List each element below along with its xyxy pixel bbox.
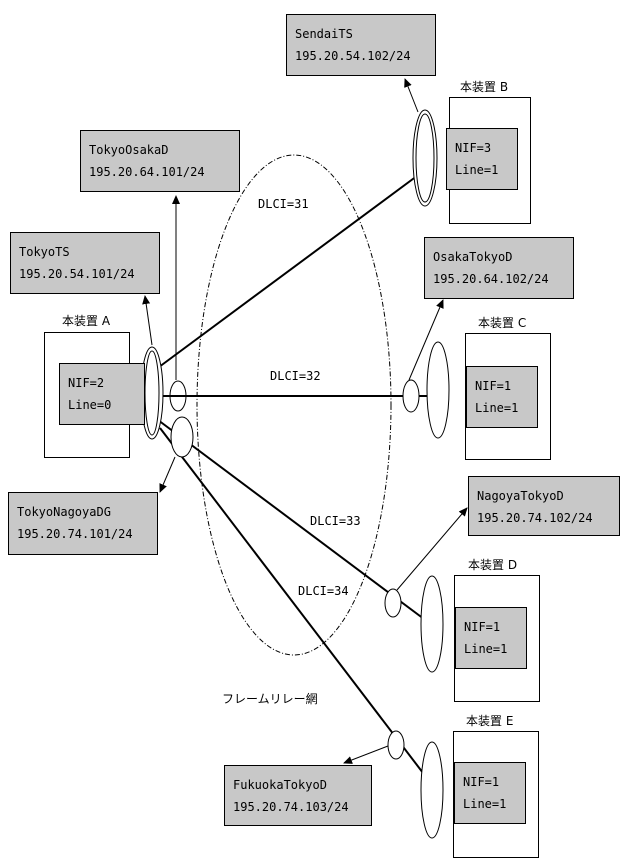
label-osaka-tokyo-d-ip: 195.20.64.102/24 <box>433 272 549 286</box>
device-e-subif-ellipse <box>387 730 405 760</box>
device-e-interface-info: NIF=1 Line=1 <box>454 762 526 824</box>
device-a-nif: NIF=2 <box>68 376 105 390</box>
label-tokyo-osaka-d: TokyoOsakaD 195.20.64.101/24 <box>80 130 240 192</box>
dlci-33-label: DLCI=33 <box>310 514 361 528</box>
device-d-interface-ellipse <box>420 575 444 673</box>
dlci-32-label: DLCI=32 <box>270 369 321 383</box>
label-tokyo-ts: TokyoTS 195.20.54.101/24 <box>10 232 160 294</box>
device-e-line: Line=1 <box>463 797 507 811</box>
device-d-title: 本装置 D <box>468 558 518 572</box>
device-c-subif-ellipse <box>402 379 420 413</box>
label-tokyo-nagoya-dg-ip: 195.20.74.101/24 <box>17 527 133 541</box>
pvc-line-dlci31 <box>154 169 426 371</box>
arrow-to-osaka-tokyo <box>408 299 444 381</box>
device-d-nif: NIF=1 <box>464 620 501 634</box>
device-a-interface-info: NIF=2 Line=0 <box>59 363 145 425</box>
device-b-line: Line=1 <box>455 163 499 177</box>
device-b-interface-ellipse <box>412 109 438 207</box>
label-tokyo-nagoya-dg-name: TokyoNagoyaDG <box>17 505 111 519</box>
device-d-subif-ellipse <box>384 588 402 618</box>
device-d-interface-info: NIF=1 Line=1 <box>455 607 527 669</box>
label-tokyo-ts-name: TokyoTS <box>19 245 70 259</box>
arrow-to-sendai <box>404 78 419 113</box>
label-tokyo-osaka-d-name: TokyoOsakaD <box>89 143 169 157</box>
device-c-interface-info: NIF=1 Line=1 <box>466 366 538 428</box>
device-d-line: Line=1 <box>464 642 508 656</box>
label-tokyo-ts-ip: 195.20.54.101/24 <box>19 267 135 281</box>
arrow-to-tokyo-nagoya <box>159 456 176 493</box>
device-d-box: NIF=1 Line=1 <box>454 575 540 702</box>
device-a-interface-ellipse-inner <box>144 350 160 436</box>
device-a-subif-ellipse-33 <box>170 416 194 458</box>
arrow-to-tokyo-ts <box>142 295 153 346</box>
device-c-title: 本装置 C <box>478 316 527 330</box>
label-nagoya-tokyo-d-ip: 195.20.74.102/24 <box>477 511 593 525</box>
device-c-line: Line=1 <box>475 401 519 415</box>
device-b-title: 本装置 B <box>460 80 509 94</box>
label-sendai-ts-name: SendaiTS <box>295 27 353 41</box>
device-e-title: 本装置 E <box>466 714 514 728</box>
device-c-nif: NIF=1 <box>475 379 512 393</box>
device-b-interface-ellipse-inner <box>415 113 435 203</box>
label-fukuoka-tokyo-d-ip: 195.20.74.103/24 <box>233 800 349 814</box>
label-tokyo-nagoya-dg: TokyoNagoyaDG 195.20.74.101/24 <box>8 492 158 555</box>
label-sendai-ts-ip: 195.20.54.102/24 <box>295 49 411 63</box>
arrow-to-nagoya-tokyo <box>396 507 468 591</box>
device-e-box: NIF=1 Line=1 <box>453 731 539 858</box>
device-b-box: NIF=3 Line=1 <box>446 97 531 224</box>
pvc-line-dlci33 <box>157 419 433 626</box>
label-nagoya-tokyo-d: NagoyaTokyoD 195.20.74.102/24 <box>468 476 620 536</box>
dlci-31-label: DLCI=31 <box>258 197 309 211</box>
arrow-to-fukuoka-tokyo <box>343 745 389 764</box>
label-fukuoka-tokyo-d: FukuokaTokyoD 195.20.74.103/24 <box>224 765 372 826</box>
label-tokyo-osaka-d-ip: 195.20.64.101/24 <box>89 165 205 179</box>
label-nagoya-tokyo-d-name: NagoyaTokyoD <box>477 489 564 503</box>
device-c-interface-ellipse <box>426 341 450 439</box>
device-e-nif: NIF=1 <box>463 775 500 789</box>
device-a-box: NIF=2 Line=0 <box>44 332 145 458</box>
device-b-nif: NIF=3 <box>455 141 492 155</box>
label-osaka-tokyo-d: OsakaTokyoD 195.20.64.102/24 <box>424 237 574 299</box>
frame-relay-cloud <box>196 154 392 656</box>
device-a-line: Line=0 <box>68 398 112 412</box>
label-fukuoka-tokyo-d-name: FukuokaTokyoD <box>233 778 327 792</box>
label-sendai-ts: SendaiTS 195.20.54.102/24 <box>286 14 436 76</box>
label-osaka-tokyo-d-name: OsakaTokyoD <box>433 250 513 264</box>
device-b-interface-info: NIF=3 Line=1 <box>446 128 518 190</box>
device-a-title: 本装置 A <box>62 314 111 328</box>
frame-relay-network-label: フレームリレー網 <box>222 692 318 706</box>
device-e-interface-ellipse <box>420 741 444 839</box>
pvc-line-dlci34 <box>159 427 437 791</box>
dlci-34-label: DLCI=34 <box>298 584 349 598</box>
device-c-box: NIF=1 Line=1 <box>465 333 551 460</box>
